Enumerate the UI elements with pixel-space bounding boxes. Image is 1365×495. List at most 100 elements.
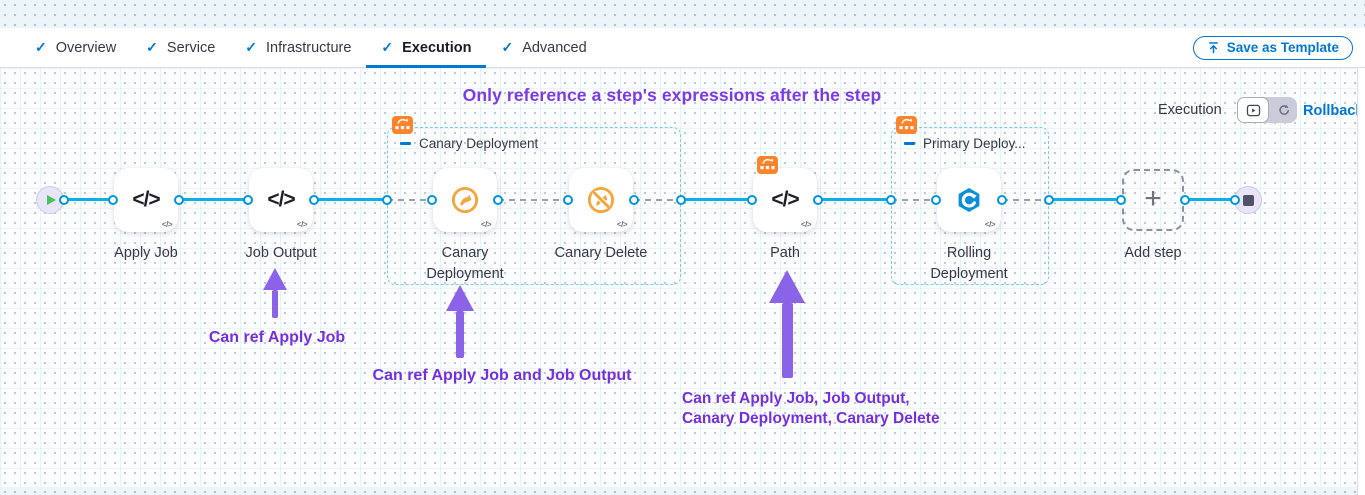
flow-line-dashed [634,199,681,201]
shell-script-icon: </> [771,188,799,211]
flow-line-dashed [498,199,568,201]
connector-point[interactable] [493,195,503,205]
group-title: Canary Deployment [419,136,539,151]
step-node-job-output[interactable]: </> </> [249,168,313,232]
connector-point[interactable] [1116,195,1126,205]
step-label-canary-deployment: Canary Deployment [426,245,504,282]
step-type-badge: </> [984,220,996,229]
stage-tab-bar: ✓ Overview ✓ Service ✓ Infrastructure ✓ … [0,28,1365,68]
step-node-canary-delete[interactable]: </> [569,168,633,232]
check-icon: ✓ [501,39,514,55]
rolling-steps-icon [896,116,917,134]
tab-service[interactable]: ✓ Service [131,28,230,67]
rolling-steps-icon [392,116,413,134]
step-node-rolling-deployment[interactable]: </> [937,168,1001,232]
tab-infrastructure[interactable]: ✓ Infrastructure [230,28,366,67]
save-as-template-button[interactable]: Save as Template [1192,35,1353,60]
step-type-badge: </> [296,220,308,229]
connector-point[interactable] [243,195,253,205]
connector-point[interactable] [174,195,184,205]
step-label-job-output: Job Output [245,245,317,261]
step-type-badge: </> [161,220,173,229]
tab-label: Overview [55,39,117,56]
connector-point[interactable] [563,195,573,205]
flow-line [681,198,752,201]
canvas-top-strip [0,0,1365,28]
tab-advanced[interactable]: ✓ Advanced [486,28,601,67]
check-icon: ✓ [245,39,257,55]
connector-point[interactable] [309,195,319,205]
connector-point[interactable] [382,195,392,205]
connector-point[interactable] [1230,195,1240,205]
execution-mode-label: Execution [1158,102,1222,118]
connector-point[interactable] [1044,195,1054,205]
tab-label: Service [166,39,216,56]
check-icon: ✓ [146,39,158,55]
flow-line [179,198,248,201]
connector-point[interactable] [1180,195,1190,205]
flow-line [1049,198,1121,201]
step-type-badge: </> [480,220,492,229]
annotation-arrow-path [769,267,805,378]
check-icon: ✓ [381,39,394,55]
pipeline-start-node[interactable] [36,186,64,214]
play-icon [47,195,56,205]
flow-line-dashed [387,199,432,201]
canary-delete-icon [587,186,615,214]
canvas-right-divider [1357,68,1358,495]
connector-point[interactable] [886,195,896,205]
canary-deploy-icon [451,186,479,214]
connector-point[interactable] [747,195,757,205]
step-label-apply-job: Apply Job [114,245,178,261]
connector-point[interactable] [59,195,69,205]
flow-line [64,198,113,201]
tab-label: Infrastructure [266,39,352,56]
annotation-note-path: Can ref Apply Job, Job Output, Canary De… [682,390,940,427]
stop-icon [1242,194,1254,206]
flow-line-dashed [1002,199,1049,201]
step-group-canary-deployment[interactable]: Canary Deployment [387,116,681,285]
collapse-icon[interactable] [400,142,411,145]
step-group-primary-deployment[interactable]: Primary Deploy... [891,116,1049,285]
annotation-arrow-canary [446,282,474,358]
execution-toggle-segment[interactable] [1237,97,1269,123]
check-icon: ✓ [35,39,47,55]
shell-script-icon: </> [132,188,160,211]
connector-point[interactable] [676,195,686,205]
collapse-icon[interactable] [904,142,915,145]
annotation-note-job-output: Can ref Apply Job [208,329,346,346]
step-label-path: Path [770,245,800,261]
step-label-rolling-deployment: Rolling Deployment [930,245,1008,282]
execution-icon [1246,104,1260,116]
pipeline-canvas[interactable]: Only reference a step's expressions afte… [0,68,1365,487]
flow-line-dashed [891,199,936,201]
connector-point[interactable] [427,195,437,205]
connector-point[interactable] [997,195,1007,205]
group-header: Primary Deploy... [892,128,1048,151]
tab-execution[interactable]: ✓ Execution [366,28,487,68]
execution-rollback-toggle[interactable] [1237,97,1297,123]
flow-line [818,198,891,201]
rollback-link[interactable]: Rollback [1303,103,1364,119]
connector-point[interactable] [108,195,118,205]
add-step-label: Add step [1124,245,1182,261]
group-title: Primary Deploy... [923,136,1026,151]
rolling-steps-icon [757,156,778,174]
step-node-path[interactable]: </> </> [753,168,817,232]
step-type-badge: </> [616,220,628,229]
connector-point[interactable] [629,195,639,205]
step-node-apply-job[interactable]: </> </> [114,168,178,232]
tab-overview[interactable]: ✓ Overview [20,28,131,67]
add-step-button[interactable]: + [1122,169,1184,231]
tab-label: Advanced [522,39,587,56]
step-label-canary-delete: Canary Delete [554,245,648,261]
upload-icon [1208,42,1218,54]
step-node-canary-deployment[interactable]: </> [433,168,497,232]
connector-point[interactable] [813,195,823,205]
connector-point[interactable] [931,195,941,205]
flow-line [314,198,387,201]
step-type-badge: </> [800,220,812,229]
rollback-toggle-segment[interactable] [1269,97,1297,123]
rolling-deploy-icon [958,188,980,212]
